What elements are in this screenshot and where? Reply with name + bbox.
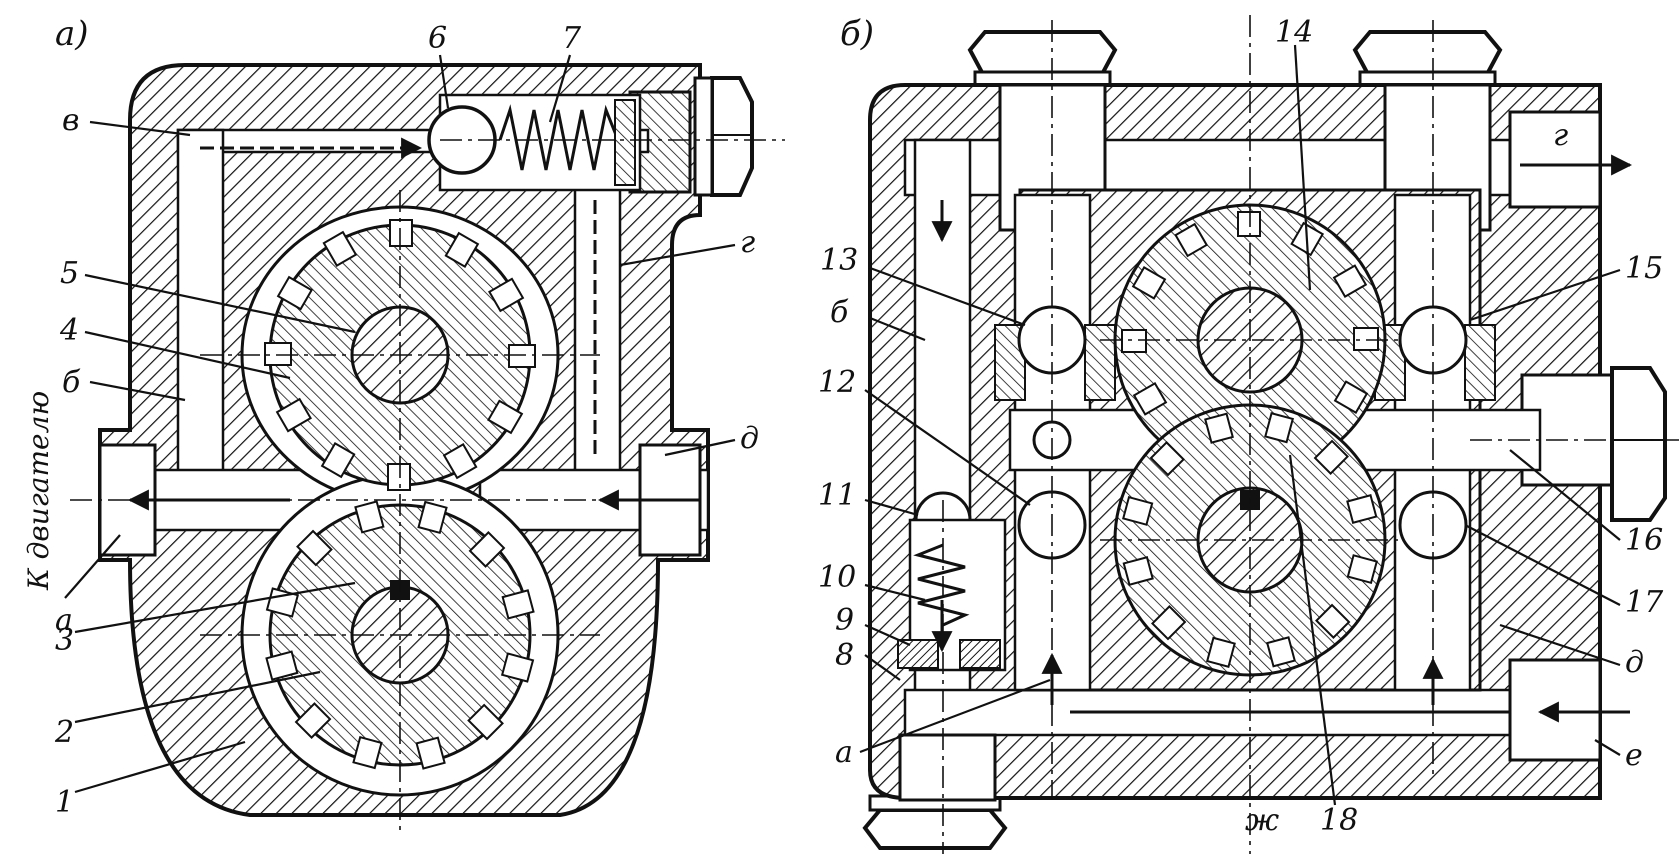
label-12: 12 (818, 365, 856, 400)
side-nut-b (1610, 366, 1667, 522)
label-b-b: б (830, 295, 849, 330)
leader-lines-b (859, 44, 1621, 806)
label-10: 10 (818, 560, 856, 595)
panel-a: а) К двигателю 1 2 3 4 5 6 7 а б в г д (22, 14, 785, 835)
label-b-a: б (62, 365, 81, 400)
label-9: 9 (835, 603, 854, 638)
label-14: 14 (1275, 15, 1313, 50)
label-5: 5 (60, 256, 79, 291)
label-zh-b: ж (1245, 803, 1279, 838)
label-7: 7 (562, 21, 582, 56)
label-16: 16 (1625, 523, 1663, 558)
label-1: 1 (55, 785, 74, 820)
label-6: 6 (428, 21, 447, 56)
label-13: 13 (820, 243, 858, 278)
valve-spring-7 (498, 104, 620, 171)
panel-b: б) 8 9 10 11 12 13 14 15 16 17 18 а (818, 14, 1679, 854)
label-d-b: д (1625, 645, 1644, 680)
valve-spring-10 (913, 543, 970, 627)
label-18: 18 (1320, 803, 1358, 838)
side-caption: К двигателю (22, 391, 55, 591)
nut-a (710, 76, 754, 197)
leader-lines-a (64, 54, 736, 794)
label-e-b: е (1625, 738, 1643, 773)
panel-b-title: б) (840, 14, 874, 54)
label-g-b: г (1553, 118, 1568, 153)
bolt-head-bottom (862, 808, 1008, 850)
inlet-port-e (1508, 658, 1602, 762)
outlet-port-g (1508, 110, 1602, 209)
label-d-a: д (740, 421, 759, 456)
label-15: 15 (1625, 251, 1663, 286)
label-17: 17 (1625, 585, 1664, 620)
label-a-a: а (55, 603, 73, 638)
label-3: 3 (55, 623, 74, 658)
label-8: 8 (835, 638, 854, 673)
label-4: 4 (59, 313, 79, 348)
label-a-b: а (835, 735, 853, 770)
panel-a-title: а) (55, 14, 89, 54)
label-2: 2 (54, 715, 74, 750)
label-v-a: в (62, 103, 79, 138)
channel-g (573, 148, 622, 482)
label-11: 11 (818, 478, 856, 513)
label-g-a: г (740, 225, 755, 260)
